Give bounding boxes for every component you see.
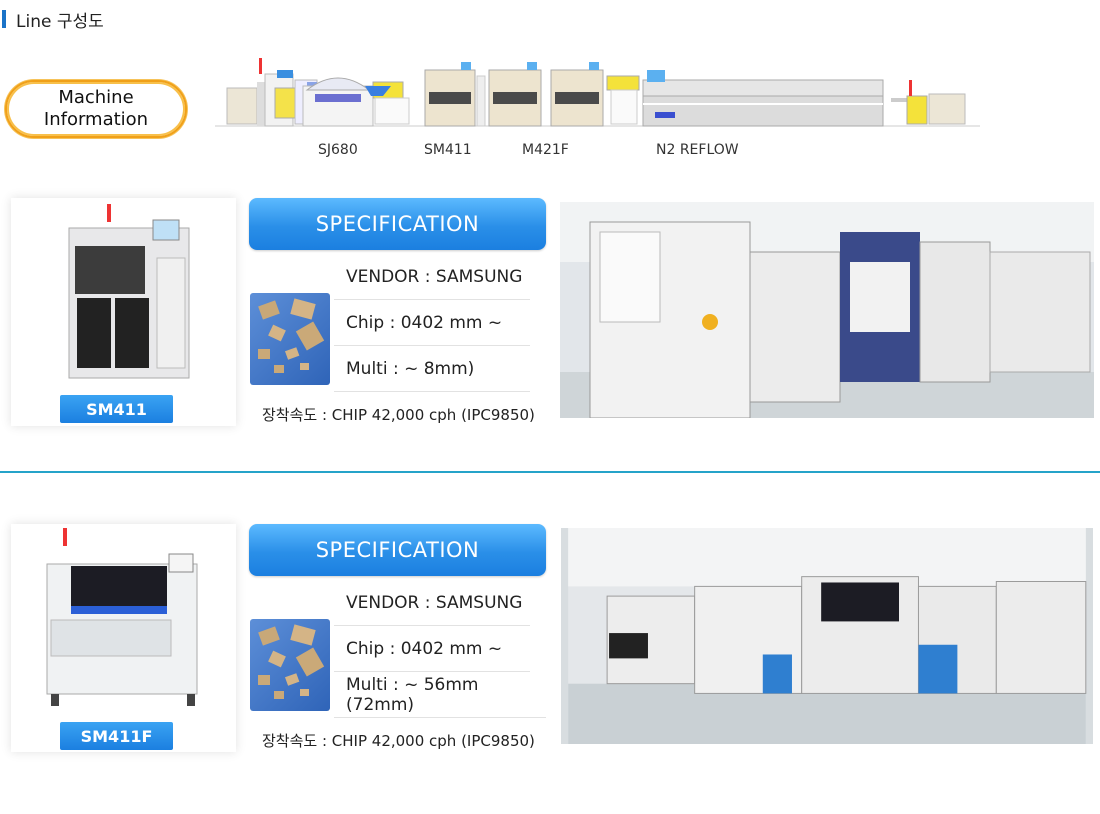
title-bar-marker (2, 10, 6, 28)
line-label-sm411: SM411 (424, 142, 472, 158)
chip-spec-text: Chip : 0402 mm ~ (334, 300, 530, 346)
chip-components-image (250, 619, 330, 711)
vendor-text: VENDOR : SAMSUNG (334, 254, 530, 300)
sj680-machine (302, 77, 410, 127)
product-name-tag: SM411F (60, 722, 173, 750)
sm411f-machine-image (11, 524, 236, 752)
multi-spec-text: Multi : ~ 56mm (72mm) (334, 672, 546, 718)
chip-components-image (250, 293, 330, 385)
specification-button[interactable]: SPECIFICATION (249, 198, 546, 250)
sm411-line-photo (560, 202, 1094, 418)
product-section-sm411f: SM411F SPECIFICATION VENDOR : SAMSUNG Ch… (0, 524, 1100, 764)
mount-speed-text: 장착속도 : CHIP 42,000 cph (IPC9850) (262, 732, 535, 750)
chip-spec-text: Chip : 0402 mm ~ (334, 626, 530, 672)
line-label-m421f: M421F (522, 142, 569, 158)
n2-reflow-machine (642, 70, 884, 127)
sm411f-line-photo (561, 528, 1093, 744)
machine-info-line2: Information (43, 109, 149, 130)
unloader-machine (891, 80, 966, 125)
page-title: Line 구성도 (0, 8, 104, 32)
product-section-sm411: SM411 SPECIFICATION VENDOR : SAMSUNG Chi… (0, 198, 1100, 438)
page-title-text: Line 구성도 (16, 11, 104, 32)
smt-line-diagram (215, 58, 980, 127)
product-card: SM411 (11, 198, 236, 426)
line-label-n2-reflow: N2 REFLOW (656, 142, 739, 158)
m421f-machine (488, 62, 604, 127)
sm411-machine-image (11, 198, 236, 426)
vendor-text: VENDOR : SAMSUNG (334, 580, 530, 626)
specification-button[interactable]: SPECIFICATION (249, 524, 546, 576)
sm411-machine (424, 62, 486, 127)
machine-info-line1: Machine (58, 87, 134, 108)
line-label-sj680: SJ680 (318, 142, 358, 158)
multi-spec-text: Multi : ~ 8mm) (334, 346, 530, 392)
product-name-tag: SM411 (60, 395, 173, 423)
machine-information-button[interactable]: Machine Information (5, 80, 187, 138)
section-divider (0, 471, 1100, 473)
mount-speed-text: 장착속도 : CHIP 42,000 cph (IPC9850) (262, 406, 535, 424)
product-card: SM411F (11, 524, 236, 752)
